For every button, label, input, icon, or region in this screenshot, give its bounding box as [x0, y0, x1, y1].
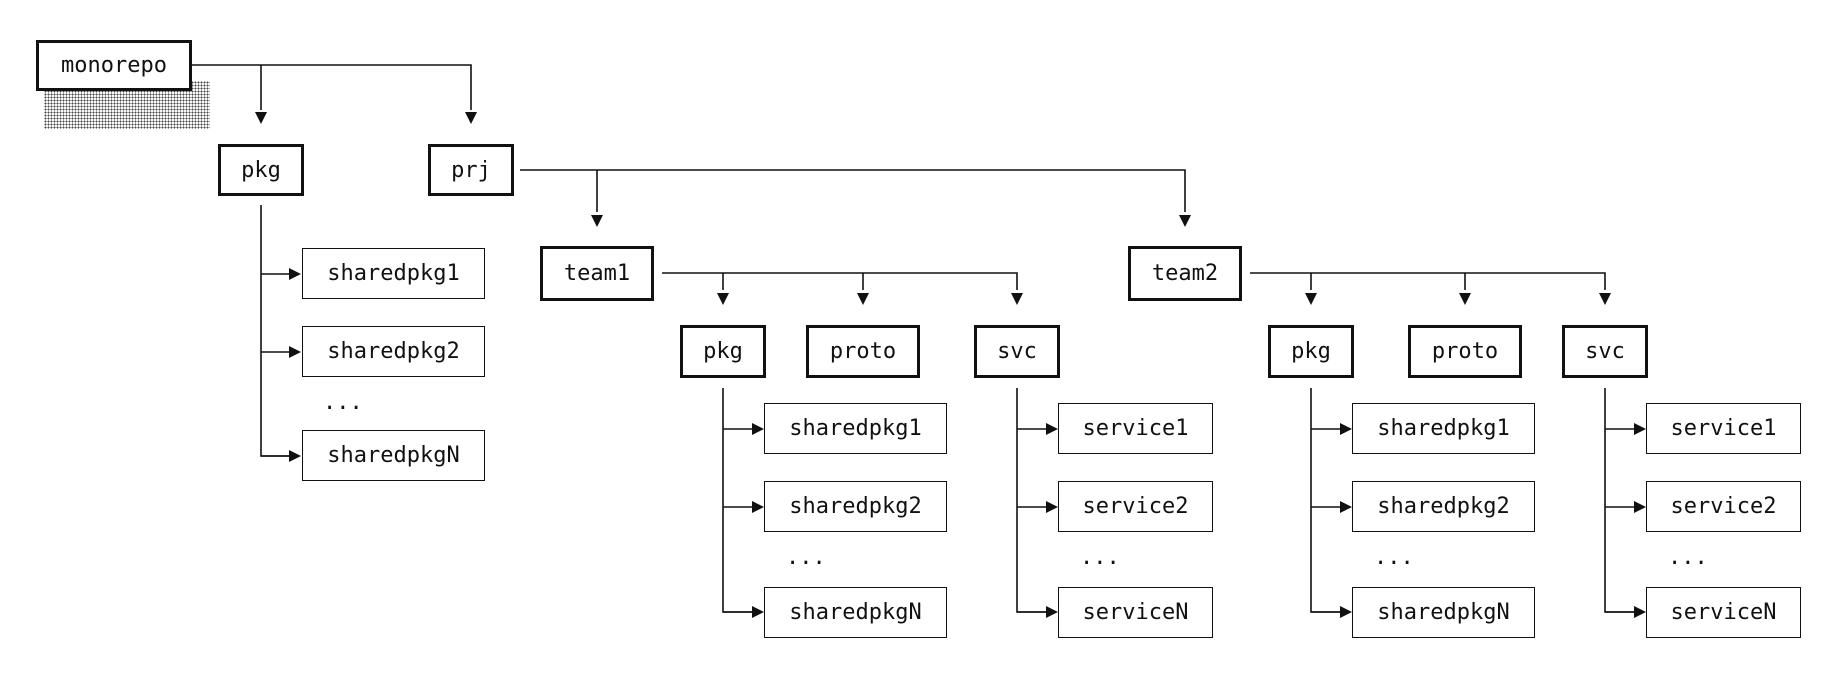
arrow-to-team2-item: [1340, 606, 1352, 618]
wire-team1-bus: [662, 272, 1018, 290]
arrow-to-team1-item: [1046, 501, 1058, 513]
pkg-ellipsis: ...: [323, 390, 363, 415]
team1-svc-ellipsis: ...: [1080, 545, 1120, 570]
node-team1-serviceN: serviceN: [1058, 587, 1213, 638]
node-label: sharedpkg1: [789, 416, 922, 441]
arrow-to-team1-item: [752, 423, 764, 435]
node-pkg-sharedpkg1: sharedpkg1: [302, 248, 485, 299]
node-label: svc: [997, 339, 1037, 364]
wire-monorepo-prj: [192, 64, 472, 110]
arrow-to-team2-child: [1459, 293, 1471, 305]
node-label: service2: [1670, 494, 1777, 519]
arrow-to-pkg-item: [289, 268, 301, 280]
node-prj: prj: [428, 144, 514, 196]
node-team2-service2: service2: [1646, 481, 1801, 532]
node-label: sharedpkg1: [327, 261, 460, 286]
node-label: serviceN: [1670, 600, 1777, 625]
wire-team2-bus: [1250, 272, 1606, 290]
arrow-to-pkg: [255, 112, 267, 124]
arrow-to-team1: [591, 215, 603, 227]
node-team1: team1: [540, 246, 654, 301]
node-team1-service2: service2: [1058, 481, 1213, 532]
node-label: sharedpkgN: [789, 600, 922, 625]
arrow-to-team2-item: [1340, 501, 1352, 513]
node-team2-serviceN: serviceN: [1646, 587, 1801, 638]
arrow-to-prj: [465, 112, 477, 124]
node-pkg-label: pkg: [241, 157, 281, 183]
node-team1-sharedpkg1: sharedpkg1: [764, 403, 947, 454]
node-team2-sharedpkgN: sharedpkgN: [1352, 587, 1535, 638]
node-pkg-sharedpkg2: sharedpkg2: [302, 326, 485, 377]
node-label: service1: [1082, 416, 1189, 441]
node-pkg-sharedpkgN: sharedpkgN: [302, 430, 485, 481]
node-team1-sharedpkg2: sharedpkg2: [764, 481, 947, 532]
node-label: svc: [1585, 339, 1625, 364]
node-team2-pkg: pkg: [1268, 325, 1354, 378]
node-team1-proto: proto: [806, 325, 920, 378]
arrow-to-team1-item: [1046, 606, 1058, 618]
node-team1-pkg: pkg: [680, 325, 766, 378]
wire-team2-trunk: [1604, 388, 1634, 613]
node-team2-sharedpkg2: sharedpkg2: [1352, 481, 1535, 532]
node-team2-label: team2: [1151, 261, 1219, 286]
arrow-to-team2-item: [1634, 501, 1646, 513]
node-label: sharedpkg2: [327, 339, 460, 364]
node-team2-proto: proto: [1408, 325, 1522, 378]
arrow-to-team2-item: [1634, 423, 1646, 435]
node-label: pkg: [1291, 339, 1331, 364]
arrow-to-team2-child: [1599, 293, 1611, 305]
wire-team1-trunk: [722, 388, 752, 613]
arrow-to-team1-child: [857, 293, 869, 305]
node-label: sharedpkgN: [1377, 600, 1510, 625]
node-label: sharedpkgN: [327, 443, 460, 468]
node-team1-label: team1: [563, 261, 631, 286]
arrow-to-team1-child: [1011, 293, 1023, 305]
node-prj-label: prj: [451, 157, 491, 183]
wire-prj-team2: [520, 169, 1186, 212]
node-team1-svc: svc: [974, 325, 1060, 378]
node-team2-svc: svc: [1562, 325, 1648, 378]
node-monorepo-label: monorepo: [61, 53, 167, 78]
arrow-to-team2-item: [1634, 606, 1646, 618]
node-team2-service1: service1: [1646, 403, 1801, 454]
arrow-to-pkg-item: [289, 346, 301, 358]
arrow-to-team1-item: [752, 501, 764, 513]
node-pkg: pkg: [218, 144, 304, 196]
wire-pkg-trunk: [260, 205, 290, 457]
node-team1-service1: service1: [1058, 403, 1213, 454]
arrow-to-team1-item: [752, 606, 764, 618]
node-team1-sharedpkgN: sharedpkgN: [764, 587, 947, 638]
arrow-to-team2: [1179, 215, 1191, 227]
team1-pkg-ellipsis: ...: [786, 545, 826, 570]
wire-team2-trunk: [1310, 388, 1340, 613]
wire-team1-trunk: [1016, 388, 1046, 613]
node-team2-sharedpkg1: sharedpkg1: [1352, 403, 1535, 454]
node-label: proto: [1431, 339, 1499, 364]
arrow-to-pkg-item: [289, 450, 301, 462]
node-label: service1: [1670, 416, 1777, 441]
node-label: pkg: [703, 339, 743, 364]
node-label: serviceN: [1082, 600, 1189, 625]
node-label: service2: [1082, 494, 1189, 519]
node-label: sharedpkg2: [789, 494, 922, 519]
node-label: sharedpkg1: [1377, 416, 1510, 441]
node-label: proto: [829, 339, 897, 364]
node-team2: team2: [1128, 246, 1242, 301]
team2-pkg-ellipsis: ...: [1374, 545, 1414, 570]
arrow-to-team1-child: [717, 293, 729, 305]
node-monorepo: monorepo: [36, 40, 192, 91]
team2-svc-ellipsis: ...: [1668, 545, 1708, 570]
arrow-to-team2-item: [1340, 423, 1352, 435]
arrow-to-team1-item: [1046, 423, 1058, 435]
node-label: sharedpkg2: [1377, 494, 1510, 519]
arrow-to-team2-child: [1305, 293, 1317, 305]
